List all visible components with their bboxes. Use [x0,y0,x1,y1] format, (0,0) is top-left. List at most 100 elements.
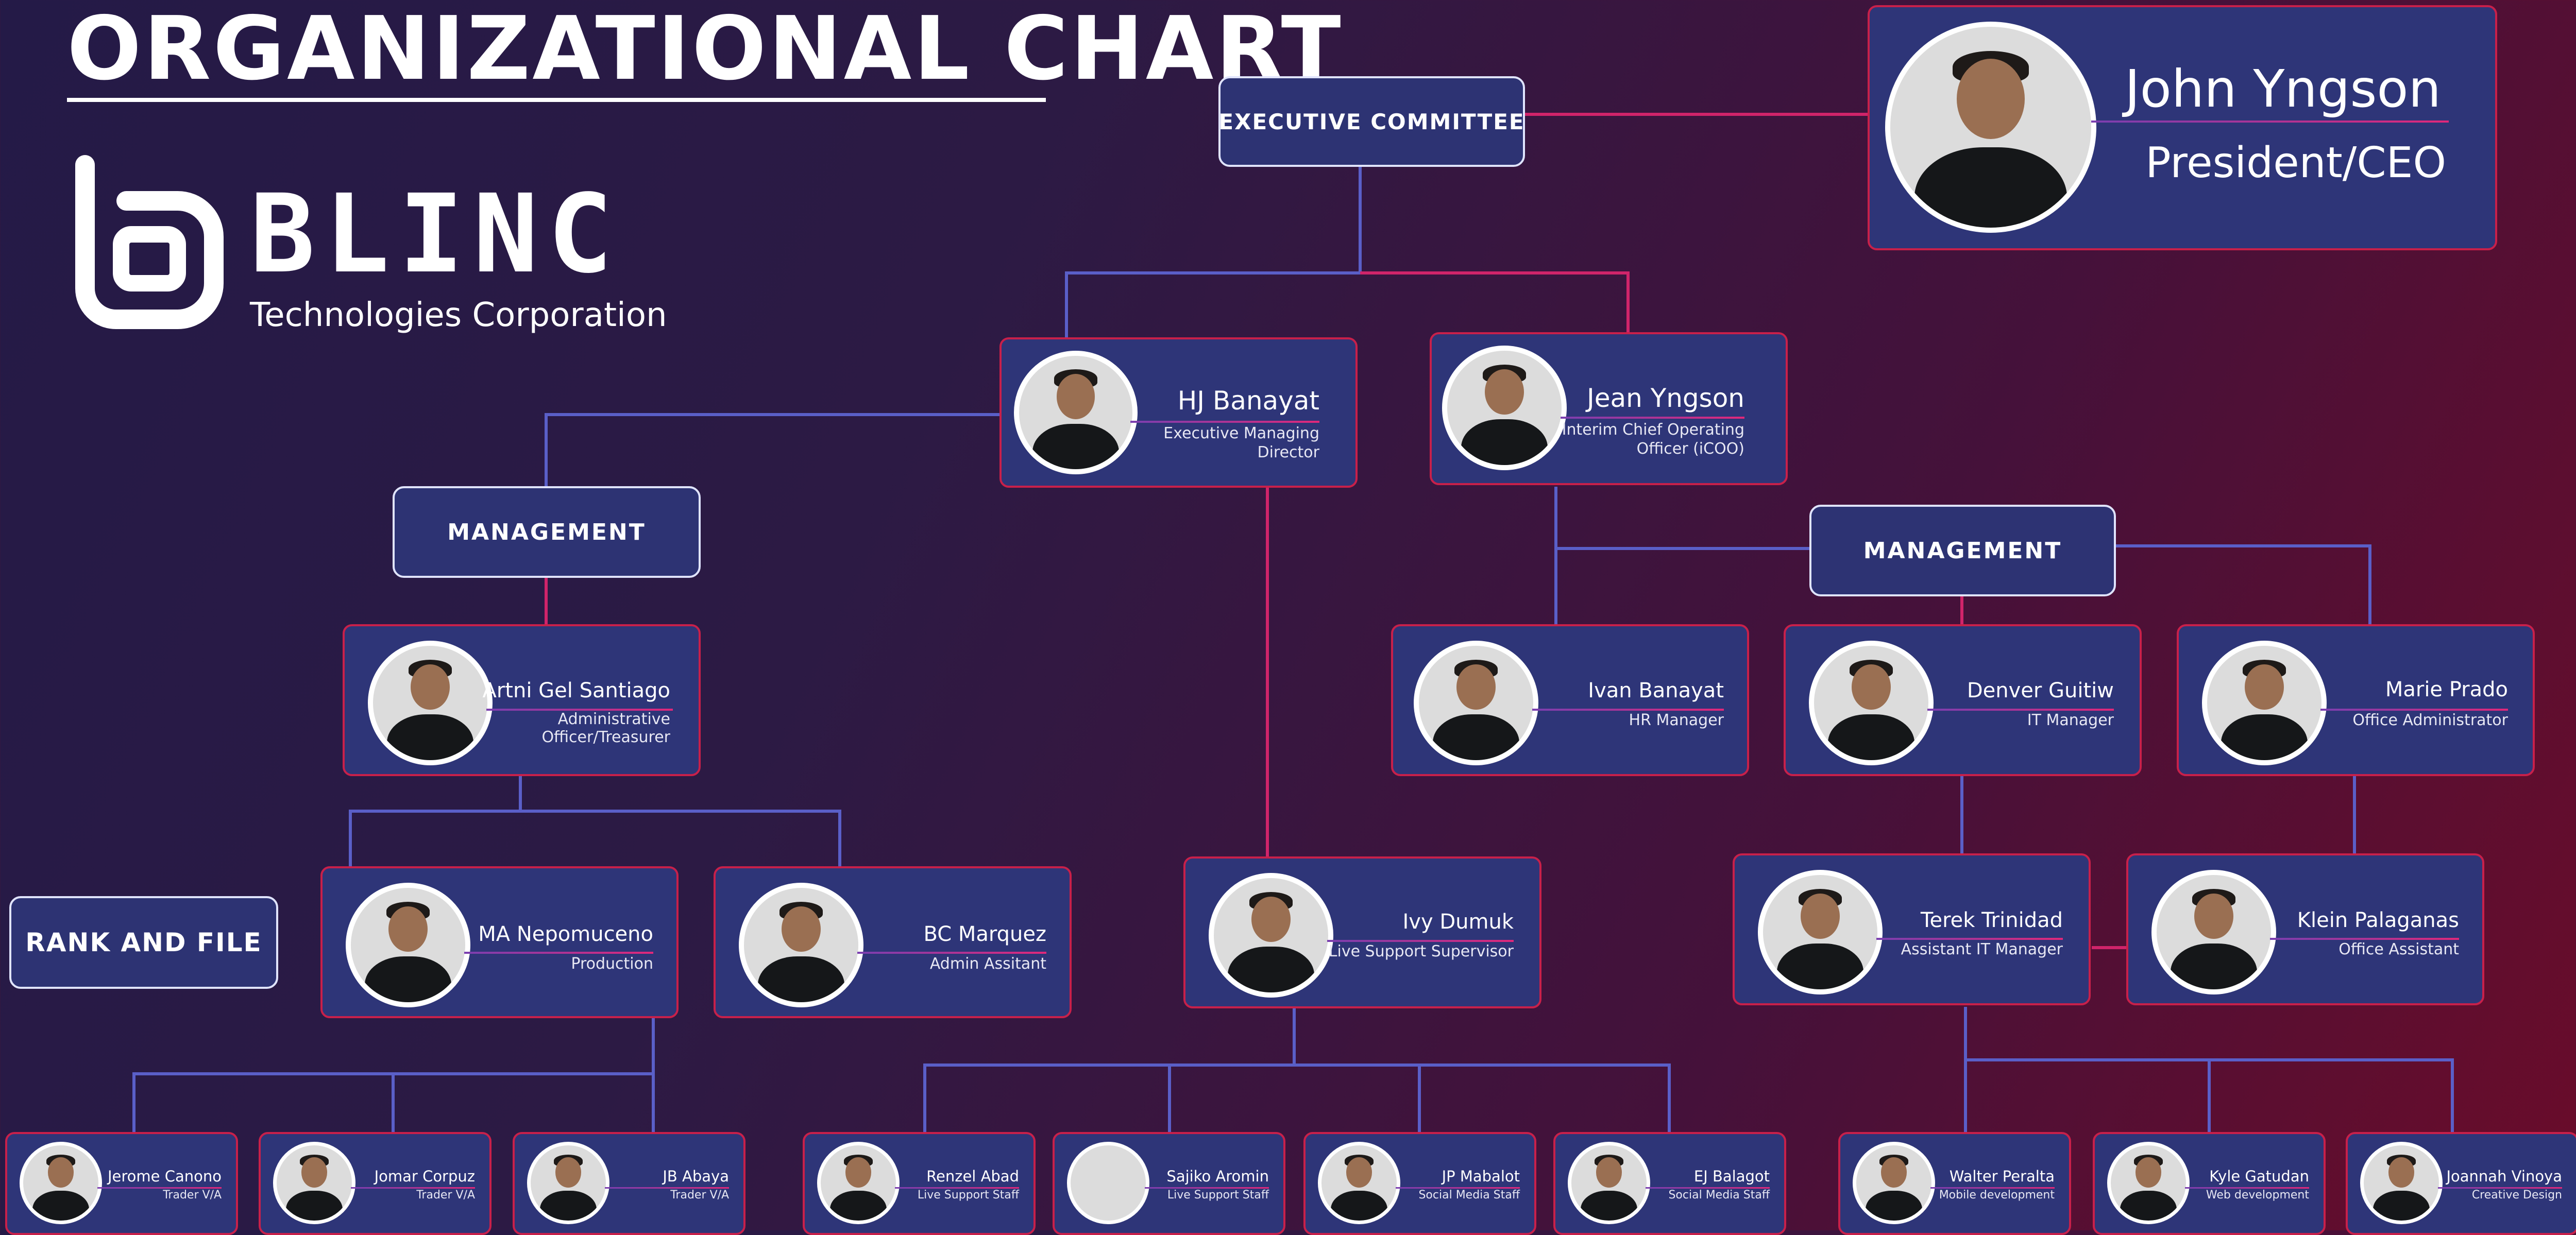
person-name: MA Nepomuceno [478,922,653,946]
card-terek-trinidad: Terek Trinidad Assistant IT Manager [1733,853,2091,1005]
card-ej-balagot: EJ Balagot Social Media Staff [1553,1132,1786,1235]
person-role: Production [571,955,653,973]
person-role: Trader V/A [416,1189,475,1202]
person-role: Live Support Supervisor [1328,942,1514,960]
avatar [1809,641,1934,765]
person-role-line-1: Interim Chief Operating [1562,421,1744,439]
person-role: Web development [2206,1189,2309,1202]
avatar [1414,641,1538,765]
name-underline [464,952,653,954]
person-role-line-2: Officer/Treasurer [541,728,670,746]
person-name: Jomar Corpuz [374,1168,475,1185]
person-name: Kyle Gatudan [2209,1168,2309,1185]
management-label-left: MANAGEMENT [393,486,701,578]
card-ceo: John Yngson President/CEO [1868,5,2497,250]
avatar [1209,873,1333,998]
name-underline [97,1187,222,1189]
person-role: Admin Assitant [929,955,1046,973]
person-name: Ivy Dumuk [1402,910,1514,934]
person-name: Renzel Abad [926,1168,1019,1185]
person-role: Mobile development [1939,1189,2055,1202]
person-role: Social Media Staff [1668,1189,1770,1202]
name-underline [1561,417,1744,419]
person-name: Terek Trinidad [1920,908,2063,932]
name-underline [2091,121,2449,123]
person-role: Office Administrator [2352,711,2508,729]
avatar [2202,641,2327,765]
card-joannah-vinoya: Joannah Vinoya Creative Design [2346,1132,2576,1235]
logo-subtitle: Technologies Corporation [250,296,667,334]
person-name: HJ Banayat [1177,386,1319,416]
executive-committee-text: EXECUTIVE COMMITTEE [1218,109,1525,134]
card-renzel-abad: Renzel Abad Live Support Staff [803,1132,1036,1235]
avatar [2107,1142,2190,1224]
card-sajiko-aromin: Sajiko Aromin Live Support Staff [1053,1132,1285,1235]
management-label-right: MANAGEMENT [1809,505,2116,596]
card-ivy-dumuk: Ivy Dumuk Live Support Supervisor [1183,856,1541,1008]
person-role: Trader V/A [670,1189,729,1202]
card-walter-peralta: Walter Peralta Mobile development [1838,1132,2071,1235]
logo-name: BLINC [250,171,622,297]
name-underline [2320,709,2508,711]
name-underline [351,1187,475,1189]
person-role-line-1: Executive Managing [1163,424,1319,442]
avatar [1014,351,1138,474]
person-role: Creative Design [2471,1189,2562,1202]
rank-and-file-text: RANK AND FILE [25,928,262,957]
person-role: Assistant IT Manager [1901,940,2063,958]
avatar [1442,346,1567,470]
card-marie-prado: Marie Prado Office Administrator [2177,624,2535,776]
person-name: Joannah Vinoya [2446,1168,2562,1185]
avatar [1318,1142,1400,1224]
avatar [1885,22,2096,233]
person-role: IT Manager [2027,711,2114,729]
card-jb-abaya: JB Abaya Trader V/A [513,1132,745,1235]
avatar [739,883,863,1007]
person-name: Walter Peralta [1949,1168,2055,1185]
person-role: Live Support Staff [917,1189,1019,1202]
name-underline [1130,421,1319,423]
person-role: Social Media Staff [1418,1189,1520,1202]
name-underline [1327,940,1514,942]
avatar [1853,1142,1935,1224]
name-underline [1646,1187,1770,1189]
avatar [2151,870,2276,994]
avatar [20,1142,102,1224]
name-underline [1927,709,2114,711]
card-jerome-canono: Jerome Canono Trader V/A [5,1132,238,1235]
name-underline [2270,938,2459,940]
card-jp-mabalot: JP Mabalot Social Media Staff [1303,1132,1536,1235]
person-name: John Yngson [2125,59,2441,119]
card-denver-guitiw: Denver Guitiw IT Manager [1784,624,2142,776]
name-underline [2438,1187,2562,1189]
management-right-text: MANAGEMENT [1863,537,2062,564]
person-role: Trader V/A [163,1189,222,1202]
person-name: Klein Palaganas [2297,908,2459,932]
name-underline [1396,1187,1520,1189]
person-role-line-1: Administrative [557,710,670,728]
name-underline [486,709,673,711]
avatar [346,883,470,1007]
avatar-placeholder [1067,1142,1149,1224]
name-underline [1145,1187,1269,1189]
card-kyle-gatudan: Kyle Gatudan Web development [2093,1132,2326,1235]
blinc-logo-icon [75,155,224,329]
person-name: Jean Yngson [1586,383,1744,413]
name-underline [1532,709,1724,711]
person-name: JP Mabalot [1442,1168,1520,1185]
avatar [527,1142,609,1224]
person-name: Artni Gel Santiago [482,679,670,702]
person-role: HR Manager [1629,711,1724,729]
executive-committee-label: EXECUTIVE COMMITTEE [1218,76,1525,167]
name-underline [1876,938,2063,940]
name-underline [1930,1187,2055,1189]
person-role: Office Assistant [2338,940,2459,958]
person-role: Live Support Staff [1167,1189,1269,1202]
name-underline [2185,1187,2309,1189]
name-underline [605,1187,729,1189]
card-bc-marquez: BC Marquez Admin Assitant [714,866,1072,1018]
avatar [1758,870,1883,994]
management-left-text: MANAGEMENT [447,519,646,545]
card-hj-banayat: HJ Banayat Executive Managing Director [999,337,1358,488]
person-name: Ivan Banayat [1588,679,1724,702]
